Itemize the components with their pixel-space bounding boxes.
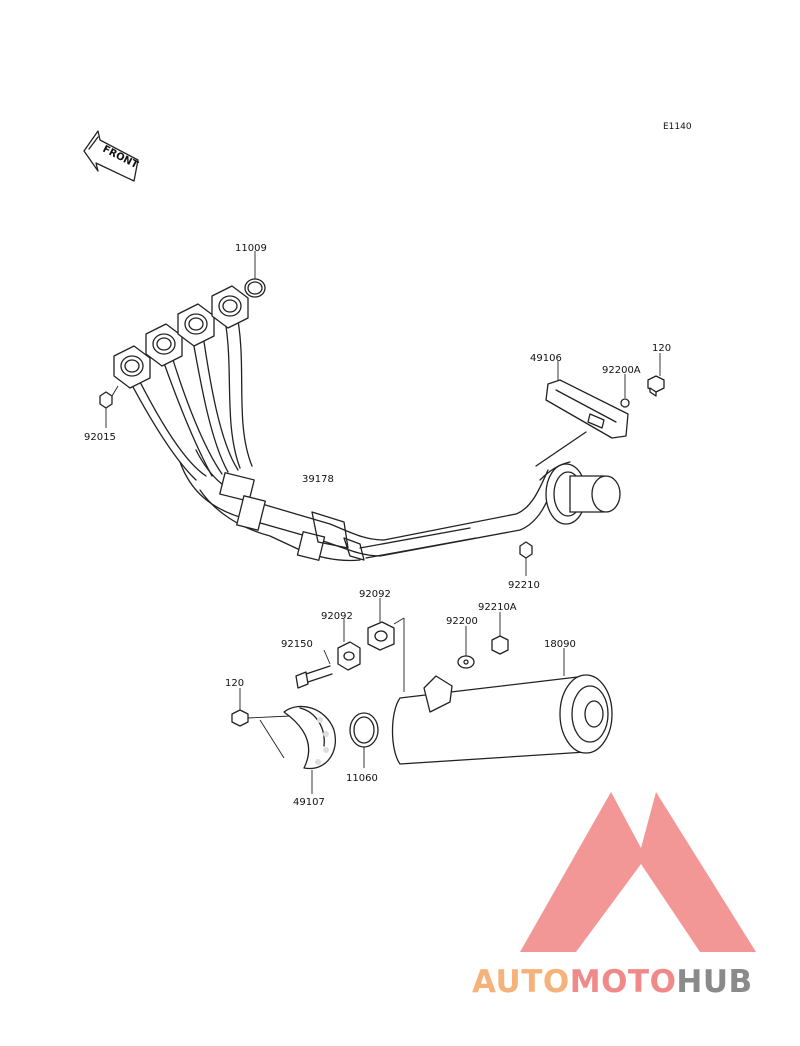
nut-92210 <box>519 541 533 576</box>
port-flange-4 <box>211 285 249 329</box>
part-number-92092-lower: 92092 <box>321 611 353 622</box>
gasket-11009 <box>244 251 266 298</box>
part-number-39178: 39178 <box>302 474 334 485</box>
bracket-49106 <box>545 361 629 439</box>
logo-part-hub: HUB <box>676 964 752 1000</box>
grommet-92092-upper <box>367 598 405 692</box>
bolt-120-top <box>647 353 665 397</box>
diagram-code: E1140 <box>663 122 692 132</box>
part-number-92200: 92200 <box>446 616 478 627</box>
logo-part-auto: AUTO <box>472 964 570 1000</box>
part-number-120-top: 120 <box>652 343 671 354</box>
part-number-92200A: 92200A <box>602 365 641 376</box>
part-number-11009: 11009 <box>235 243 267 254</box>
nut-92210A <box>491 612 509 655</box>
part-number-18090: 18090 <box>544 639 576 650</box>
part-number-120-bottom: 120 <box>225 678 244 689</box>
part-number-92210A: 92210A <box>478 602 517 613</box>
part-number-49106: 49106 <box>530 353 562 364</box>
grommet-92092-lower <box>337 619 361 671</box>
port-flange-1 <box>113 345 151 389</box>
bolt-92150 <box>295 649 333 689</box>
part-number-92015: 92015 <box>84 432 116 443</box>
port-flange-2 <box>145 323 183 367</box>
front-arrow-icon: FRONT <box>83 130 140 182</box>
end-cover-49107 <box>283 705 336 794</box>
bolt-120-bottom <box>231 688 291 759</box>
part-number-49107: 49107 <box>293 797 325 808</box>
part-number-92150: 92150 <box>281 639 313 650</box>
part-number-92092-upper: 92092 <box>359 589 391 600</box>
port-flange-3 <box>177 303 215 347</box>
logo-part-moto: MOTO <box>570 964 677 1000</box>
part-number-11060: 11060 <box>346 773 378 784</box>
washer-92200A <box>620 374 630 408</box>
washer-92200 <box>457 626 475 669</box>
muffler-18090 <box>391 648 613 765</box>
nut-92015 <box>99 385 119 428</box>
gasket-11060 <box>349 712 379 768</box>
part-number-92210: 92210 <box>508 580 540 591</box>
svg-text:AUTOMOTOHUB: AUTOMOTOHUB <box>472 964 753 1000</box>
exhaust-header-assembly <box>113 285 621 562</box>
automotohub-logo: AUTOMOTOHUB <box>472 792 756 1000</box>
